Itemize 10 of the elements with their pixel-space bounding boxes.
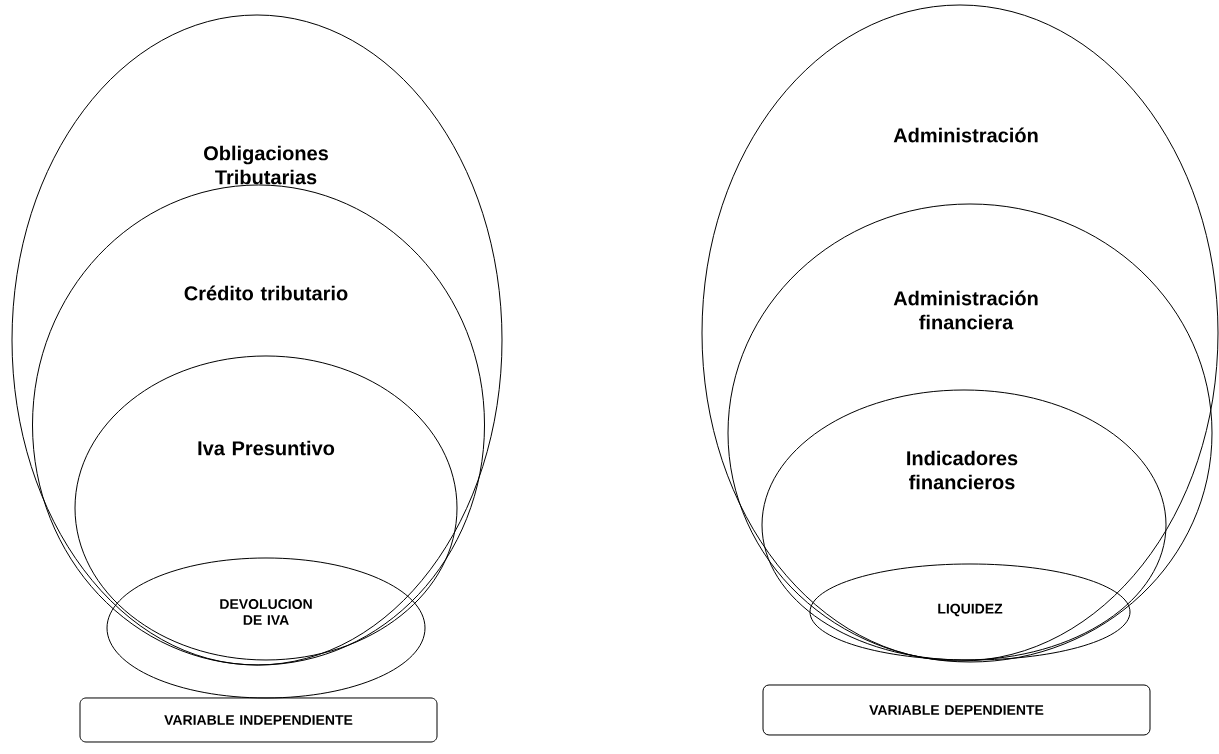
ellipse-text: LIQUIDEZ xyxy=(938,603,1003,617)
ellipse-text: Administración xyxy=(893,127,1038,143)
label-box-text: VARIABLE INDEPENDIENTE xyxy=(164,715,353,725)
ellipse-text: DEVOLUCION DE IVA xyxy=(220,599,312,625)
ellipse-text: Administración financiera xyxy=(893,290,1038,330)
ellipse-text: Crédito tributario xyxy=(184,285,348,301)
ellipse-text: Obligaciones Tributarias xyxy=(204,145,328,185)
ellipse-text: Iva Presuntivo xyxy=(198,440,335,456)
ellipse-text: Indicadores financieros xyxy=(907,450,1018,490)
label-box-text: VARIABLE DEPENDIENTE xyxy=(869,705,1044,715)
